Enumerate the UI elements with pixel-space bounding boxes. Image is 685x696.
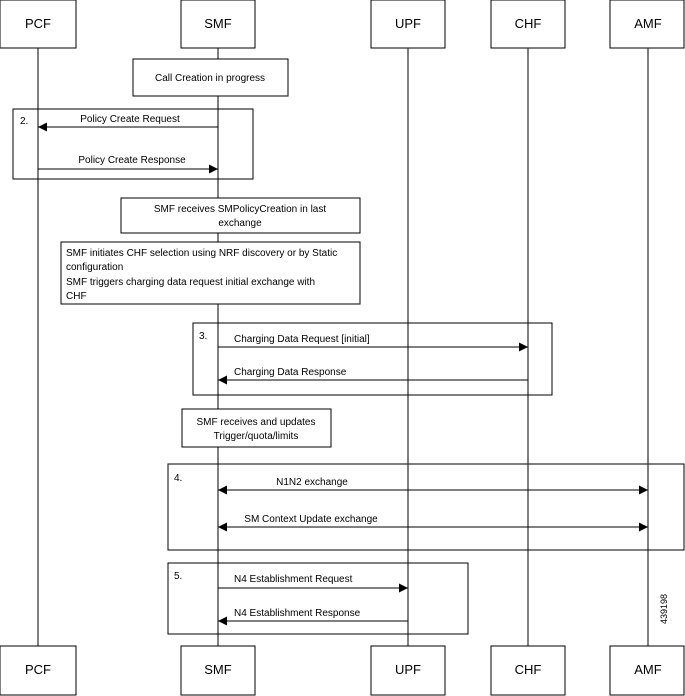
policy-create-request-label: Policy Create Request <box>80 114 180 125</box>
chf-top-label: CHF <box>515 16 542 31</box>
figure-id: 439198 <box>659 594 669 624</box>
group-5-n4: 5. N4 Establishment Request N4 Establish… <box>167 562 469 635</box>
n4-establishment-request-label: N4 Establishment Request <box>234 574 353 585</box>
pcf-bottom-label: PCF <box>25 662 51 677</box>
smf-bottom-label: SMF <box>204 662 232 677</box>
amf-bottom-label: AMF <box>634 662 662 677</box>
amf-top-box <box>609 0 685 49</box>
upf-top-box <box>370 0 446 49</box>
svg-text:Call Creation in progress: Call Creation in progress <box>155 73 265 84</box>
chf-top-box <box>490 0 566 49</box>
group-2-frame <box>12 108 254 180</box>
group-2-policy: 2. Policy Create Request Policy Create R… <box>12 108 254 180</box>
bottom-entities: PCF SMF UPF CHF AMF <box>0 645 685 696</box>
amf-top-label: AMF <box>634 16 662 31</box>
upf-top-label: UPF <box>395 16 421 31</box>
group-3-charging: 3. Charging Data Request [initial] Charg… <box>192 322 553 396</box>
top-entities: PCF SMF UPF CHF AMF <box>0 0 685 49</box>
charging-data-request-label: Charging Data Request [initial] <box>234 334 370 345</box>
svg-text:CHF: CHF <box>66 291 87 302</box>
sm-context-update-label: SM Context Update exchange <box>244 514 378 525</box>
note-smf-updates: SMF receives and updates Trigger/quota/l… <box>181 408 332 448</box>
policy-create-response-label: Policy Create Response <box>78 155 186 166</box>
upf-bottom-box <box>370 645 446 696</box>
group-4-amf-exchange: 4. N1N2 exchange SM Context Update excha… <box>167 463 685 551</box>
smf-top-label: SMF <box>204 16 232 31</box>
group-5-number: 5. <box>174 571 182 582</box>
amf-bottom-box <box>609 645 685 696</box>
upf-bottom-label: UPF <box>395 662 421 677</box>
pcf-top-label: PCF <box>25 16 51 31</box>
svg-text:SMF triggers charging data req: SMF triggers charging data request initi… <box>66 277 315 288</box>
note-chf-selection: SMF initiates CHF selection using NRF di… <box>60 241 361 305</box>
note-smf-receives-policy: SMF receives SMPolicyCreation in last ex… <box>120 197 361 234</box>
svg-text:configuration: configuration <box>66 262 123 273</box>
n1n2-exchange-label: N1N2 exchange <box>276 477 348 488</box>
pcf-bottom-box <box>0 645 77 696</box>
svg-text:SMF initiates CHF selection us: SMF initiates CHF selection using NRF di… <box>66 248 337 259</box>
smf-bottom-box <box>180 645 256 696</box>
smf-top-box <box>180 0 256 49</box>
group-4-number: 4. <box>174 473 182 484</box>
group-3-number: 3. <box>199 331 207 342</box>
group-4-frame <box>167 463 685 551</box>
group-3-frame <box>192 322 553 396</box>
svg-text:SMF receives and updates: SMF receives and updates <box>197 417 316 428</box>
svg-text:Trigger/quota/limits: Trigger/quota/limits <box>214 431 299 442</box>
note-call-creation: Call Creation in progress <box>132 58 289 97</box>
charging-data-response-label: Charging Data Response <box>234 367 347 378</box>
group-2-number: 2. <box>20 116 28 127</box>
group-5-frame <box>167 562 469 635</box>
svg-text:SMF receives SMPolicyCreation: SMF receives SMPolicyCreation in last <box>154 204 326 215</box>
svg-text:exchange: exchange <box>218 218 262 229</box>
chf-bottom-label: CHF <box>515 662 542 677</box>
n4-establishment-response-label: N4 Establishment Response <box>234 608 361 619</box>
pcf-top-box <box>0 0 77 49</box>
chf-bottom-box <box>490 645 566 696</box>
